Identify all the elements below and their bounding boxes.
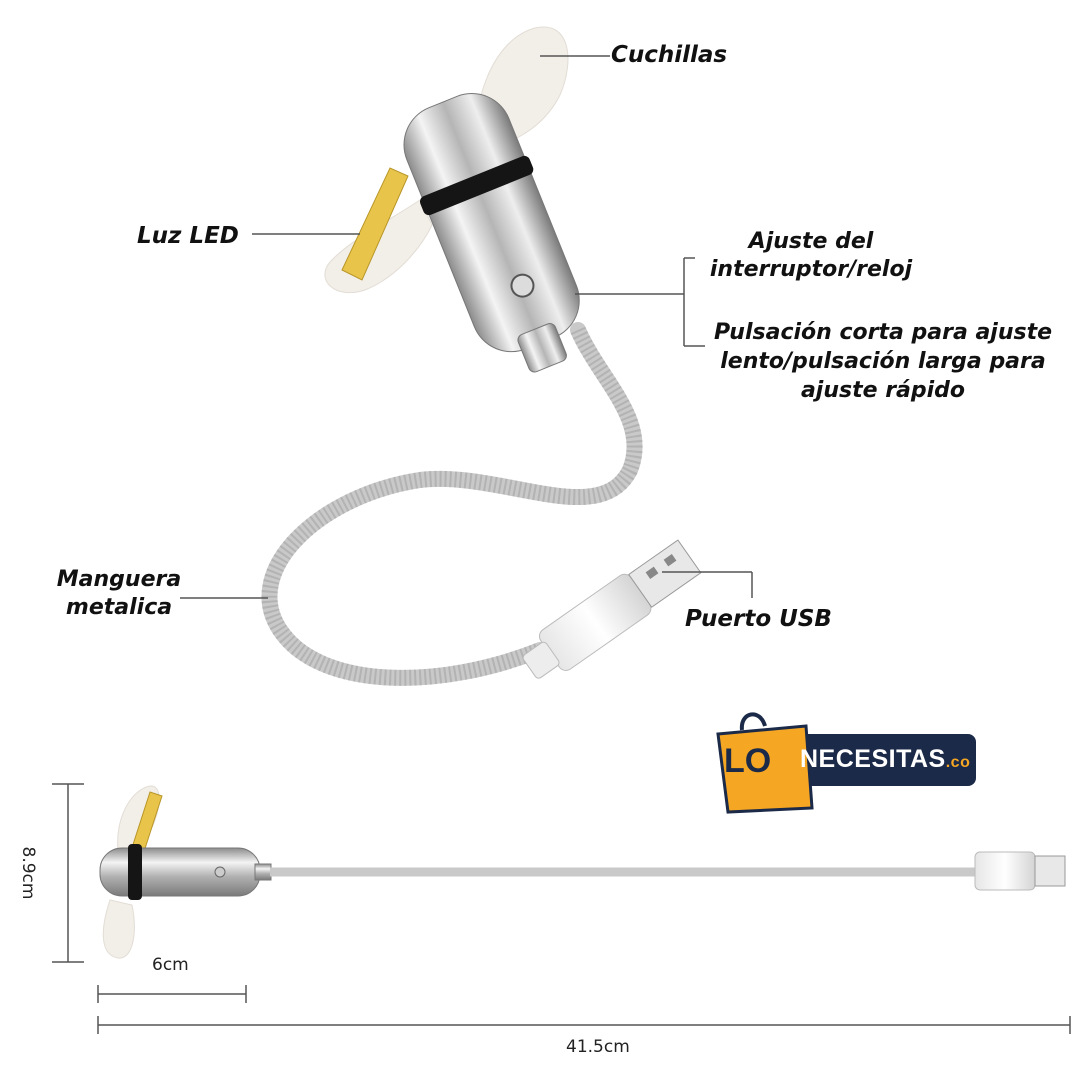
label-press-line3: ajuste rápido <box>800 378 966 403</box>
fan-body <box>403 93 580 373</box>
label-hose-line1: Manguera <box>56 567 182 592</box>
blade-led <box>324 167 433 294</box>
label-switch: Ajuste del interruptor/reloj <box>696 228 926 284</box>
label-led: Luz LED <box>137 223 239 249</box>
label-switch-line1: Ajuste del <box>748 229 874 254</box>
dimension-lines <box>52 783 1071 1034</box>
usb-plug <box>522 539 702 679</box>
brand-lo: LO <box>724 742 772 780</box>
brand-name: NECESITAS.co <box>800 745 970 774</box>
side-view <box>99 785 1066 959</box>
label-press: Pulsación corta para ajuste lento/pulsac… <box>700 318 1066 405</box>
brand-logo <box>716 712 976 814</box>
dim-total-length: 41.5cm <box>566 1037 630 1057</box>
dim-height: 8.9cm <box>18 846 38 900</box>
label-hose-line2: metalica <box>65 595 173 620</box>
dim-head-length: 6cm <box>152 955 189 975</box>
switch-button <box>510 273 535 298</box>
brand-name-main: NECESITAS <box>800 745 946 773</box>
label-switch-line2: interruptor/reloj <box>709 257 913 282</box>
brand-suffix: .co <box>945 754 971 771</box>
metal-hose <box>261 322 643 686</box>
label-press-line1: Pulsación corta para ajuste <box>713 320 1053 345</box>
label-blades: Cuchillas <box>611 42 728 68</box>
callout-lines <box>180 55 753 599</box>
label-press-line2: lento/pulsación larga para <box>720 349 1046 374</box>
label-hose: Manguera metalica <box>44 566 194 622</box>
label-usb: Puerto USB <box>685 606 832 632</box>
